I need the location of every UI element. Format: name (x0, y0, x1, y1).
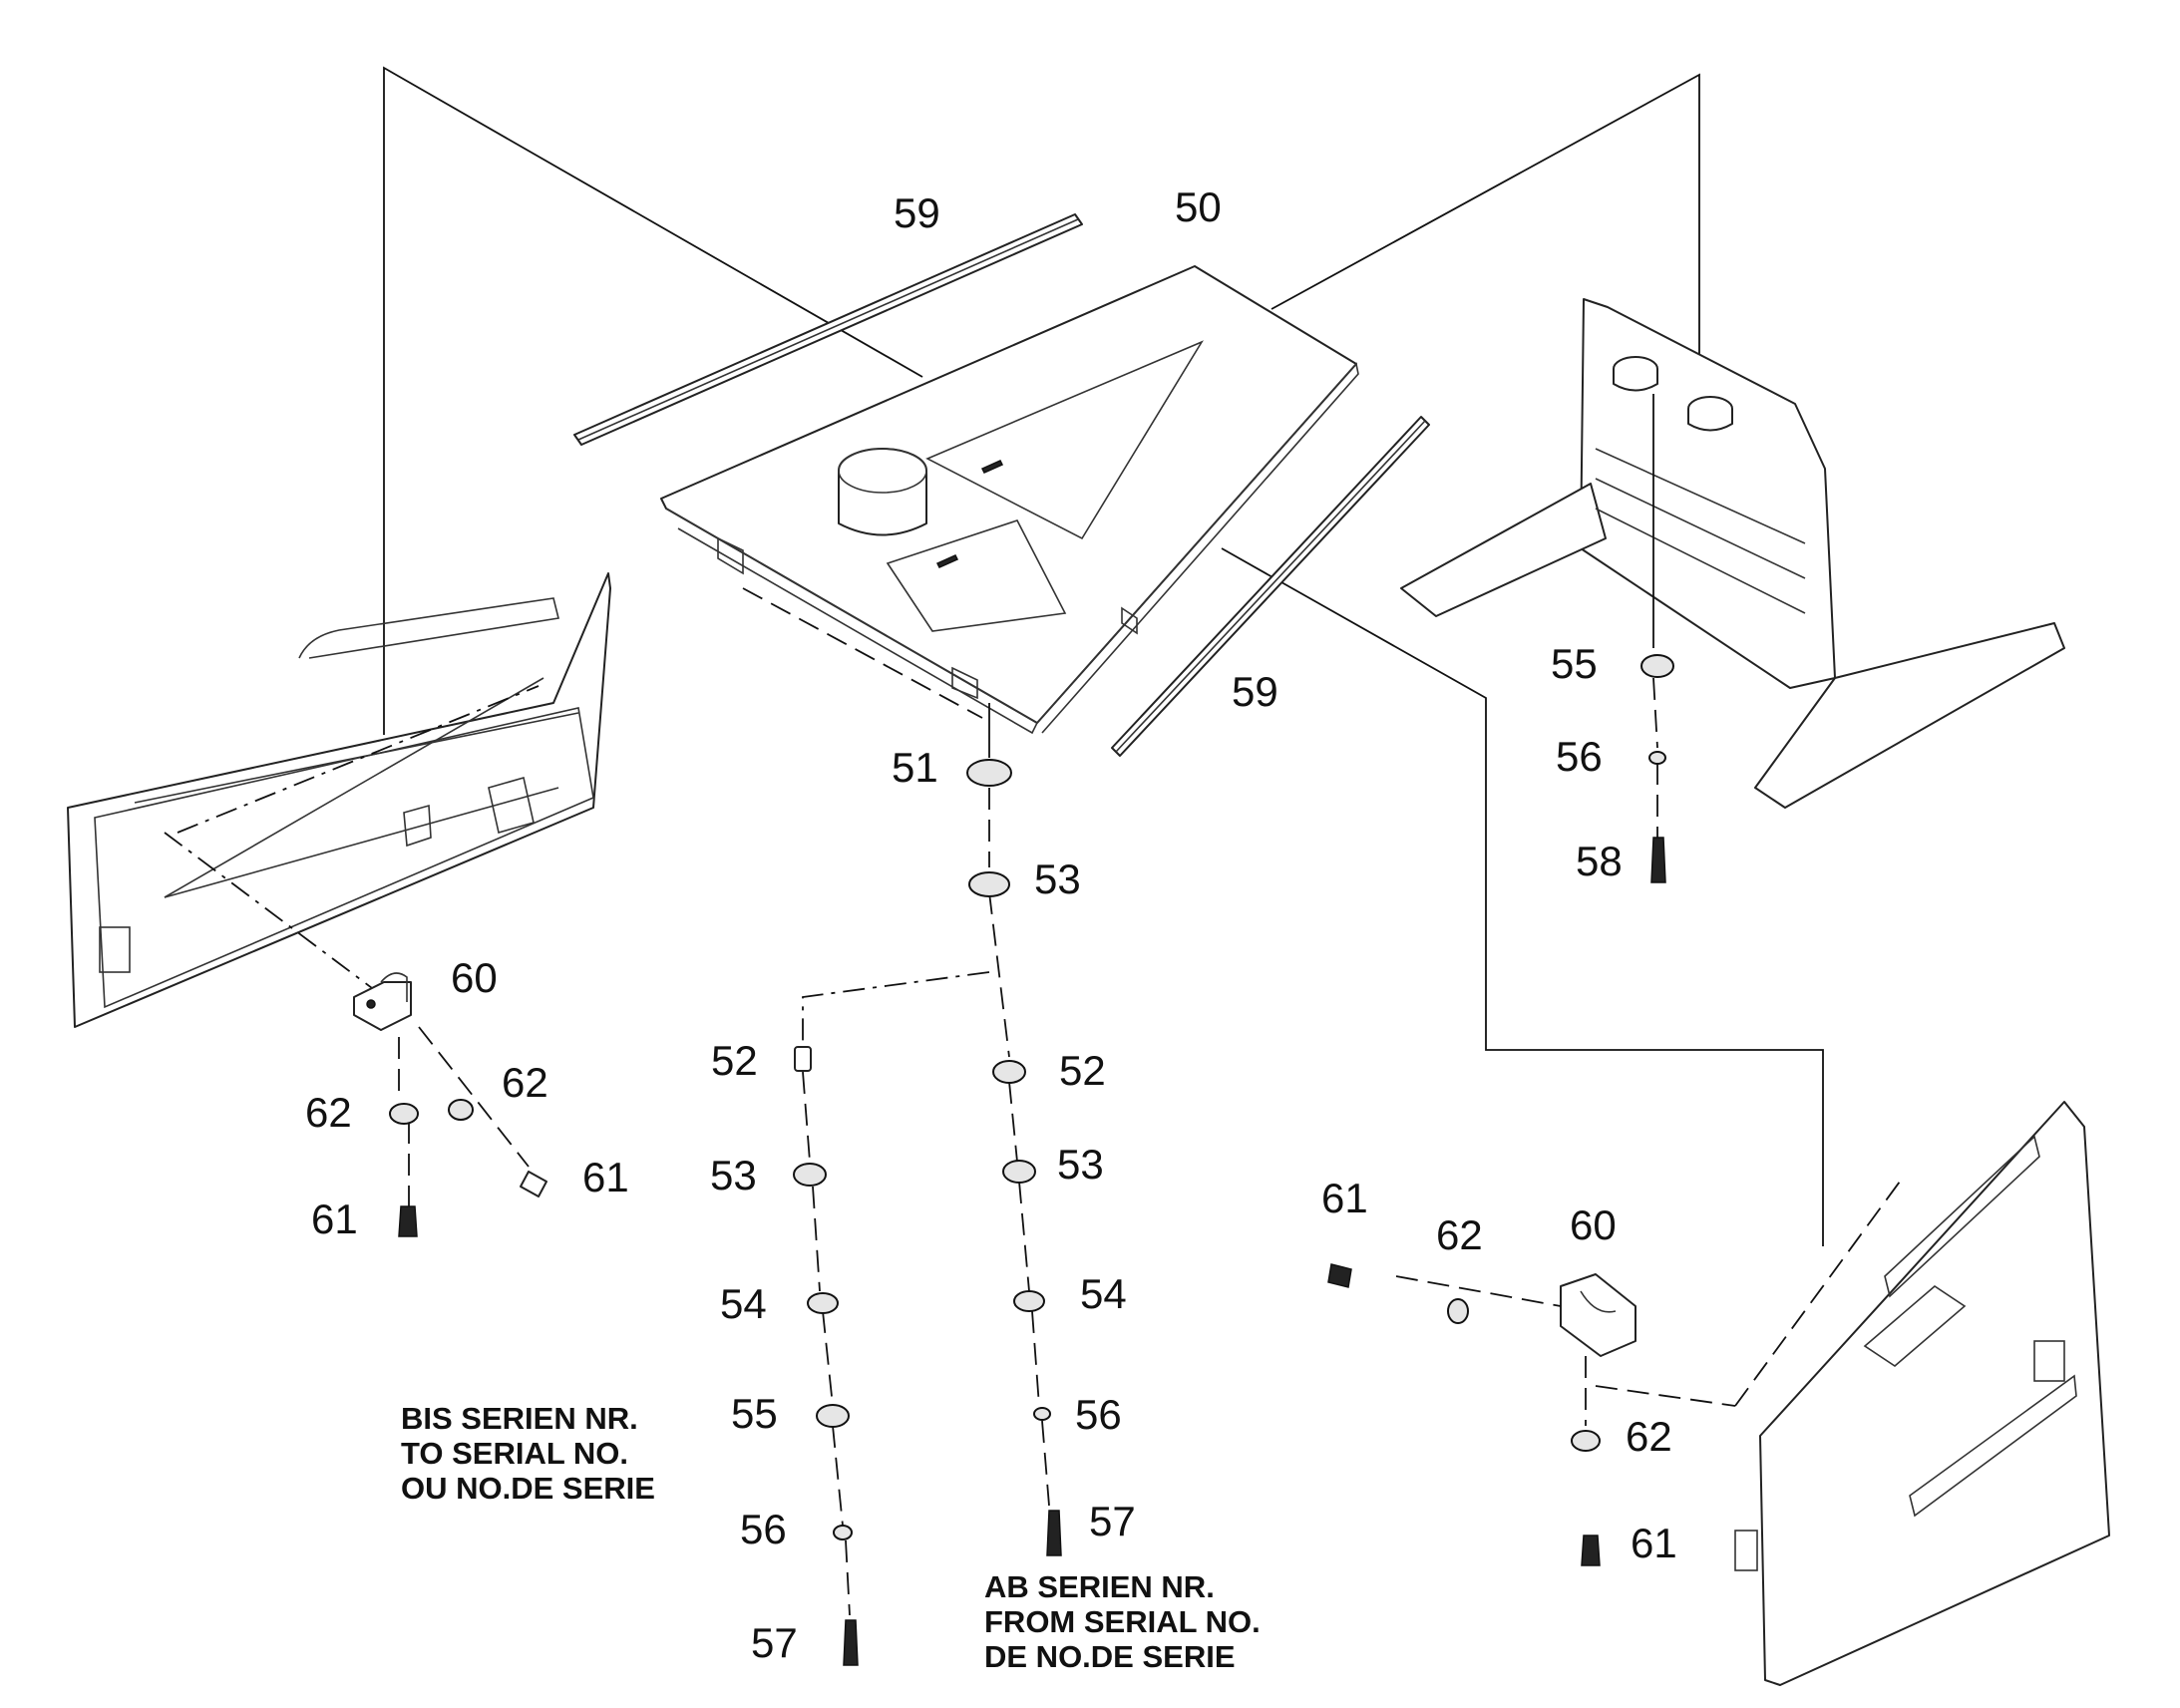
note-from-serial: AB SERIEN NR. FROM SERIAL NO. DE NO.DE S… (984, 1569, 1261, 1674)
callout-57-right: 57 (1089, 1498, 1136, 1544)
callout-62-right-a: 62 (1436, 1211, 1483, 1258)
callout-61-right-a: 61 (1321, 1175, 1368, 1221)
note-from-serial-line-3: DE NO.DE SERIE (984, 1639, 1236, 1674)
assembly-guide-lines (383, 66, 1824, 1246)
callout-62-left-b: 62 (502, 1059, 548, 1106)
callout-61-left-b: 61 (582, 1154, 629, 1200)
note-to-serial-line-3: OU NO.DE SERIE (401, 1471, 655, 1506)
callout-54-left: 54 (720, 1280, 767, 1327)
callout-labels: 59 50 59 51 53 55 56 58 60 62 62 61 61 5… (305, 183, 1677, 1666)
note-from-serial-line-2: FROM SERIAL NO. (984, 1604, 1261, 1639)
callout-50: 50 (1175, 183, 1222, 230)
callout-56-left: 56 (740, 1506, 787, 1552)
note-to-serial: BIS SERIEN NR. TO SERIAL NO. OU NO.DE SE… (401, 1401, 655, 1506)
left-side-panel (67, 572, 611, 1028)
note-to-serial-line-1: BIS SERIEN NR. (401, 1401, 638, 1436)
right-side-panel (1595, 1101, 2110, 1686)
callout-51: 51 (892, 744, 938, 791)
callout-55-left: 55 (731, 1390, 778, 1437)
right-frame-stand (1400, 298, 2065, 809)
callout-56-middle: 56 (1075, 1391, 1122, 1438)
callout-54-right: 54 (1080, 1270, 1127, 1317)
callout-60-right: 60 (1570, 1201, 1617, 1248)
callout-52-left: 52 (711, 1037, 758, 1084)
callout-62-right-b: 62 (1626, 1413, 1672, 1460)
callout-61-left-a: 61 (311, 1196, 358, 1242)
callout-53-upper: 53 (1034, 855, 1081, 902)
note-to-serial-line-2: TO SERIAL NO. (401, 1436, 628, 1471)
fastener-stack-parts (389, 654, 1674, 1666)
callout-53-right: 53 (1057, 1141, 1104, 1188)
callout-59-top: 59 (894, 189, 940, 236)
hinge-right (1395, 1273, 1636, 1426)
callout-55-right: 55 (1551, 640, 1598, 687)
callout-61-right-b: 61 (1631, 1520, 1677, 1566)
note-from-serial-line-1: AB SERIEN NR. (984, 1569, 1215, 1604)
hinge-left (353, 972, 530, 1168)
callout-52-right: 52 (1059, 1047, 1106, 1094)
callout-57-left: 57 (751, 1619, 798, 1666)
callout-58: 58 (1576, 838, 1623, 884)
fastener-stack-leads (408, 677, 1658, 1616)
callout-62-left-a: 62 (305, 1089, 352, 1136)
callout-56-right: 56 (1556, 733, 1603, 780)
callout-60-left: 60 (451, 954, 498, 1001)
callout-59-right: 59 (1232, 668, 1278, 715)
top-cover-panel (660, 265, 1359, 735)
callout-53-left: 53 (710, 1152, 757, 1198)
seal-strip-right (1111, 416, 1430, 757)
seal-strip-top (573, 213, 1083, 446)
